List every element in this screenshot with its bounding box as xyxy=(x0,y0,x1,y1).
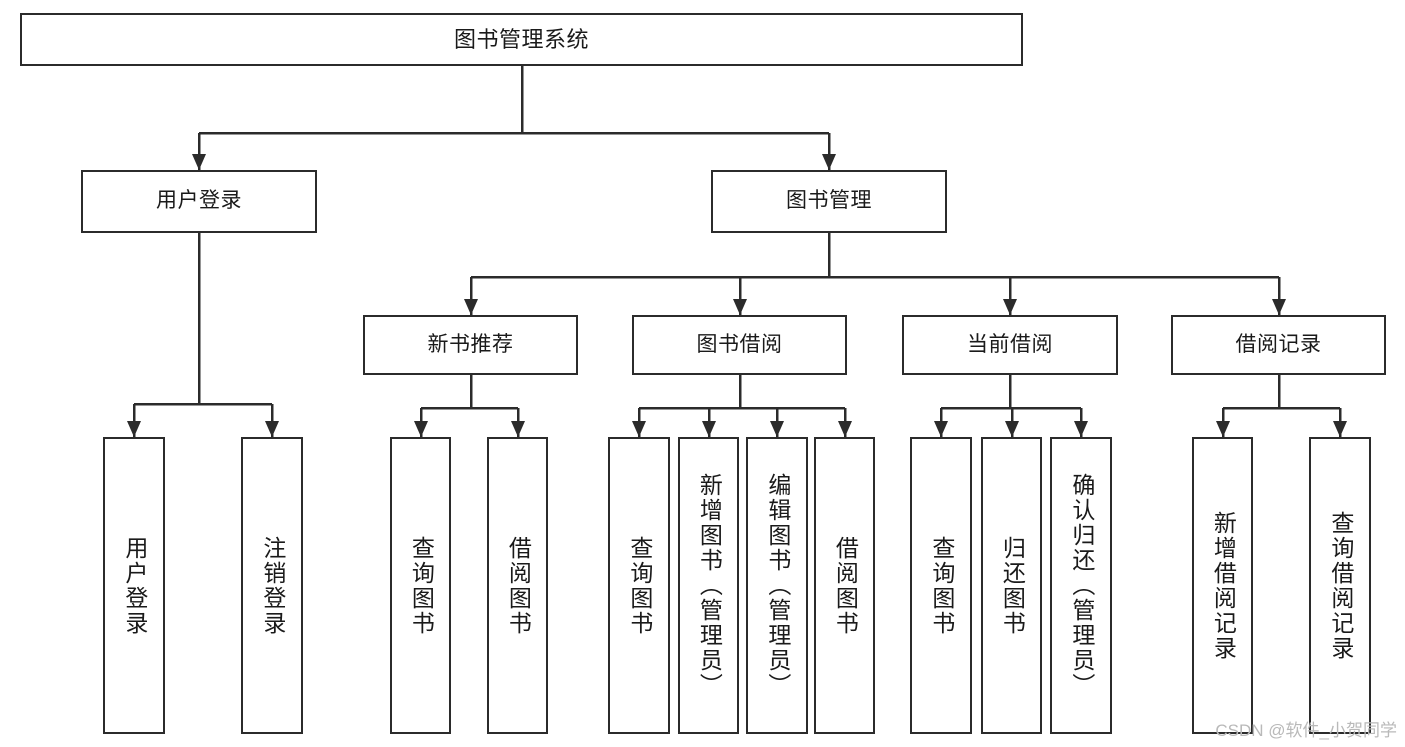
leaf-query-book-borrow[interactable]: 查询图书 xyxy=(608,437,670,734)
leaf-add-borrow-record-label: 新增借阅记录 xyxy=(1210,510,1237,661)
leaf-query-book-recommend[interactable]: 查询图书 xyxy=(390,437,451,734)
leaf-edit-book-admin[interactable]: 编辑图书（管理员） xyxy=(746,437,808,734)
node-root-label: 图书管理系统 xyxy=(453,26,589,52)
leaf-query-borrow-record[interactable]: 查询借阅记录 xyxy=(1309,437,1371,734)
leaf-add-book-admin[interactable]: 新增图书（管理员） xyxy=(678,437,739,734)
leaf-query-book-current-label: 查询图书 xyxy=(928,535,955,636)
leaf-user-login[interactable]: 用户登录 xyxy=(103,437,165,734)
leaf-query-book-borrow-label: 查询图书 xyxy=(626,535,653,636)
node-borrow-record[interactable]: 借阅记录 xyxy=(1171,315,1386,375)
node-user-login[interactable]: 用户登录 xyxy=(81,170,317,233)
node-book-management-label: 图书管理 xyxy=(786,189,872,213)
node-book-borrow[interactable]: 图书借阅 xyxy=(632,315,847,375)
leaf-return-book[interactable]: 归还图书 xyxy=(981,437,1042,734)
leaf-borrow-book-recommend-label: 借阅图书 xyxy=(505,535,532,636)
leaf-edit-book-admin-label: 编辑图书（管理员） xyxy=(764,473,791,698)
node-current-borrow[interactable]: 当前借阅 xyxy=(902,315,1118,375)
node-borrow-record-label: 借阅记录 xyxy=(1235,332,1322,356)
leaf-logout[interactable]: 注销登录 xyxy=(241,437,303,734)
leaf-confirm-return-admin-label: 确认归还（管理员） xyxy=(1068,473,1095,698)
node-new-book-recommend-label: 新书推荐 xyxy=(427,332,514,356)
leaf-return-book-label: 归还图书 xyxy=(999,535,1026,636)
leaf-add-book-admin-label: 新增图书（管理员） xyxy=(696,473,723,698)
node-book-borrow-label: 图书借阅 xyxy=(696,332,783,356)
node-new-book-recommend[interactable]: 新书推荐 xyxy=(363,315,578,375)
leaf-query-book-current[interactable]: 查询图书 xyxy=(910,437,972,734)
node-root[interactable]: 图书管理系统 xyxy=(20,13,1023,66)
leaf-confirm-return-admin[interactable]: 确认归还（管理员） xyxy=(1050,437,1112,734)
node-book-management[interactable]: 图书管理 xyxy=(711,170,947,233)
node-current-borrow-label: 当前借阅 xyxy=(967,332,1053,356)
watermark: CSDN @软件_小贺同学 xyxy=(1215,721,1397,740)
node-user-login-label: 用户登录 xyxy=(156,189,242,213)
leaf-borrow-book-recommend[interactable]: 借阅图书 xyxy=(487,437,548,734)
leaf-user-login-label: 用户登录 xyxy=(121,535,148,636)
leaf-borrow-book-label: 借阅图书 xyxy=(832,535,859,636)
leaf-query-borrow-record-label: 查询借阅记录 xyxy=(1327,510,1354,661)
leaf-add-borrow-record[interactable]: 新增借阅记录 xyxy=(1192,437,1253,734)
leaf-borrow-book[interactable]: 借阅图书 xyxy=(814,437,875,734)
leaf-logout-label: 注销登录 xyxy=(259,535,286,636)
leaf-query-book-recommend-label: 查询图书 xyxy=(408,535,435,636)
